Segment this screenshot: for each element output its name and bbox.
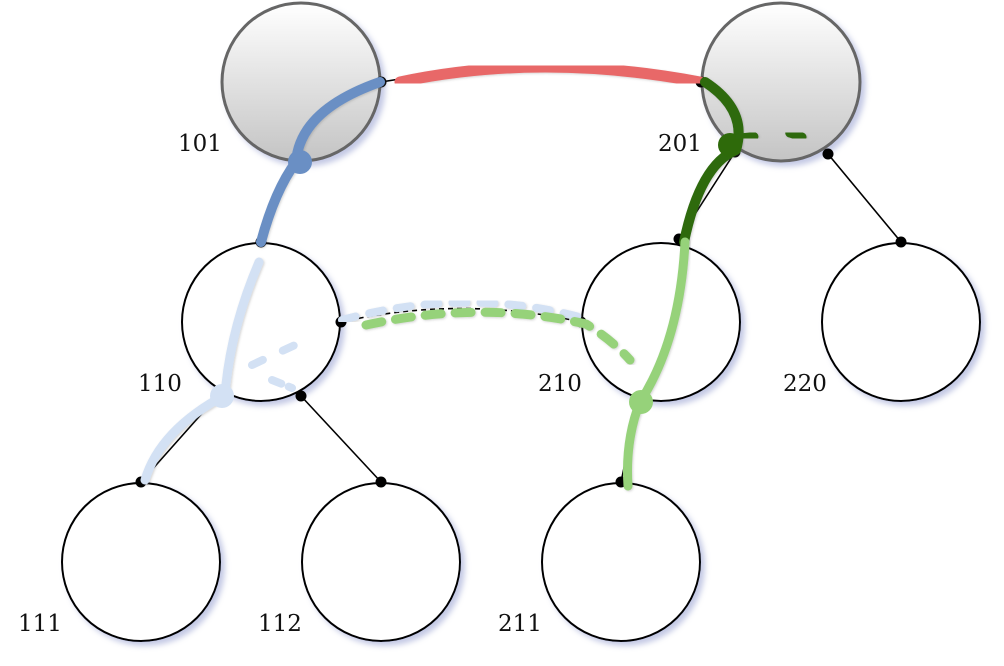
light-blue-dashed-path-3 xyxy=(268,376,296,392)
node-label-211: 211 xyxy=(498,611,542,637)
red-path xyxy=(394,61,706,88)
node-210 xyxy=(581,242,741,402)
node-label-220: 220 xyxy=(783,371,827,397)
highlight-paths-layer xyxy=(140,61,807,491)
light-blue-dashed-path-2 xyxy=(248,334,314,369)
dark-green-dashed-path xyxy=(735,128,807,143)
node-label-101: 101 xyxy=(178,131,222,157)
edge-endpoint-201-220-start xyxy=(822,148,834,160)
edge-endpoint-110-112-end xyxy=(375,476,387,488)
edge-endpoint-201-220-end xyxy=(895,236,907,248)
node-label-112: 112 xyxy=(258,611,302,637)
labels-layer: 101 201 110 210 220 111 112 211 xyxy=(18,131,827,637)
light-blue-dashed-path xyxy=(338,298,594,324)
light-green-dashed-path xyxy=(361,307,635,365)
nodes-layer xyxy=(61,1,981,642)
node-label-201: 201 xyxy=(658,131,702,157)
dark-blue-path-knot-0 xyxy=(288,150,312,174)
edge-110-112 xyxy=(300,395,382,483)
node-111 xyxy=(61,482,221,642)
node-220 xyxy=(821,242,981,402)
node-211 xyxy=(541,482,701,642)
light-blue-solid-path-knot-0 xyxy=(210,384,234,408)
light-green-solid-path-knot-0 xyxy=(629,390,653,414)
node-label-111: 111 xyxy=(18,611,62,637)
node-label-110: 110 xyxy=(138,371,182,397)
node-label-210: 210 xyxy=(538,371,582,397)
edge-201-220 xyxy=(827,153,902,243)
node-112 xyxy=(301,482,461,642)
edge-endpoint-110-112-start xyxy=(295,390,307,402)
